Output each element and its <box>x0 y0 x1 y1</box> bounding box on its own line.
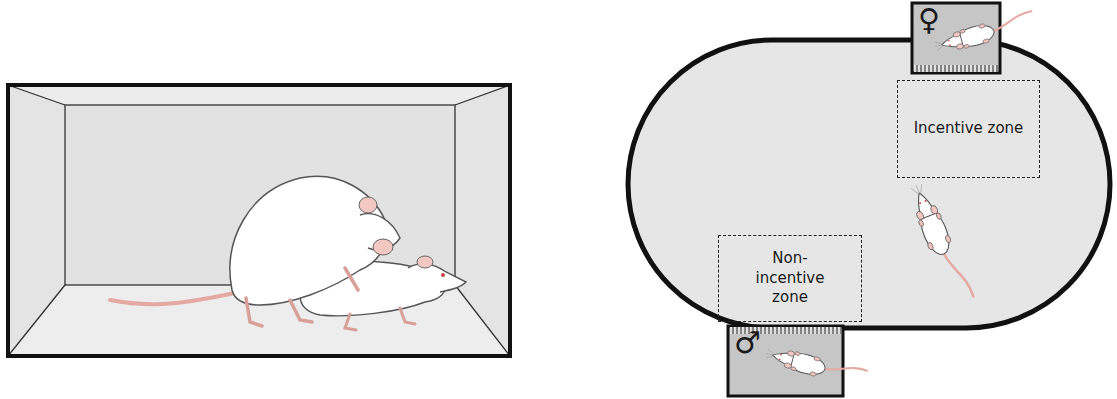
male-cage: ♂ <box>728 326 843 396</box>
zone-label: Non-incentive zone <box>748 249 832 308</box>
cages <box>728 3 1000 396</box>
sex-symbol: ♂ <box>734 326 761 359</box>
zone-label: Incentive zone <box>914 119 1024 139</box>
non-incentive-zone: Non-incentive zone <box>718 235 862 322</box>
arena <box>628 40 1110 328</box>
mating-rats <box>110 176 466 330</box>
sex-symbol: ♀ <box>918 3 940 36</box>
female-cage: ♀ <box>912 3 1000 73</box>
incentive-zone: Incentive zone <box>897 80 1040 178</box>
mating-box <box>8 85 510 356</box>
rats-top-view <box>764 11 1037 389</box>
